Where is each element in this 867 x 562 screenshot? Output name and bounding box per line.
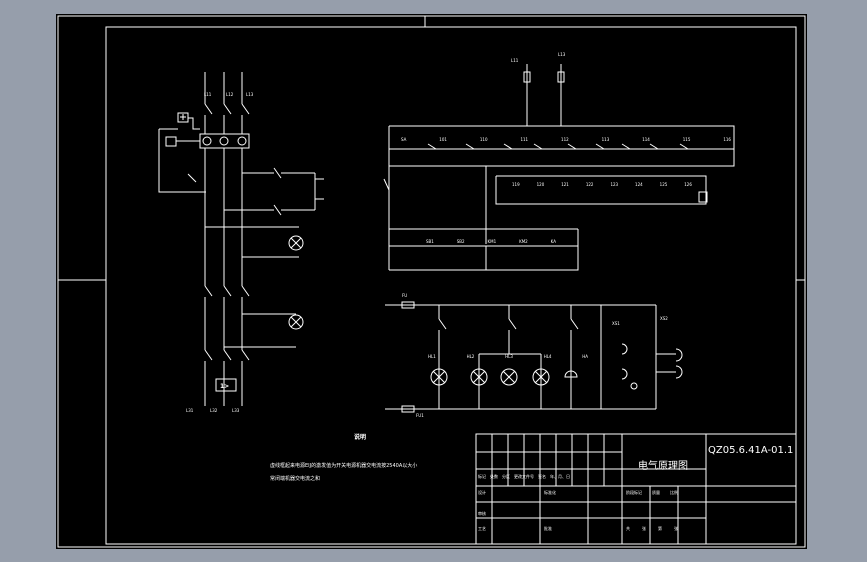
light-label-xs2: XS2 xyxy=(660,316,668,321)
ctrl-label: 110 xyxy=(479,137,488,142)
ctrl-label: 112 xyxy=(561,137,569,142)
ctrl-label: 119 xyxy=(512,182,520,187)
label-power-l12: L12 xyxy=(226,92,234,97)
ctrl-label: KM2 xyxy=(519,239,528,244)
tb-cell: 设计 xyxy=(478,490,486,495)
label-power-l13: L13 xyxy=(246,92,254,97)
ctrl-label: 124 xyxy=(635,182,643,187)
light-label-xs1: XS1 xyxy=(612,321,620,326)
tb-cell: 标记 xyxy=(478,474,486,479)
ctrl-label: 122 xyxy=(585,182,594,187)
tb-row1: 标记 处数 分区 更改文件号 签名 年、月、日 xyxy=(478,474,628,480)
ctrl-row2-labels: 119 120 121 122 123 124 125 126 xyxy=(512,182,692,187)
tb-cell: 处数 xyxy=(490,474,498,479)
tb-row2-right: 阶段标记 质量 比例 xyxy=(626,490,706,496)
schematic-svg: 1> xyxy=(57,15,806,548)
ctrl-label: 121 xyxy=(561,182,569,187)
ctrl-label: SB1 xyxy=(426,239,434,244)
label-power-l33: L33 xyxy=(232,408,240,413)
power-circuit: 1> xyxy=(158,72,324,406)
tb-row4: 工艺 xyxy=(478,526,486,531)
tb-cell: 张 xyxy=(642,526,646,531)
ctrl-label: 126 xyxy=(684,182,692,187)
ctrl-label: KM1 xyxy=(487,239,497,244)
tb-row4-right: 共 张 第 张 xyxy=(626,526,706,532)
tb-cell: 张 xyxy=(674,526,678,531)
note-line-1: 虚线框起来电源EIJ的激发值为开关电源机器交电流按2540A以大小 xyxy=(270,463,418,469)
ctrl-lower-labels: SB1 SB2 KM1 KM2 KA xyxy=(426,239,556,244)
svg-text:1>: 1> xyxy=(220,383,229,390)
drawing-code: QZ05.6.41A-01.1 xyxy=(708,445,794,456)
tb-cell: 质量 xyxy=(652,490,660,495)
note-line-2: 常闭端机器交电流之和 xyxy=(270,476,321,482)
tb-cell: 比例 xyxy=(670,490,678,495)
tb-row2-mid: 标准化 xyxy=(544,490,556,495)
ctrl-row-labels: SA 101 110 111 112 113 114 115 116 xyxy=(401,137,731,142)
drawing-title: 电气原理图 xyxy=(638,461,688,472)
light-row-labels: HL1 HL2 HL3 HL4 HA xyxy=(428,354,588,359)
light-label: HA xyxy=(582,354,588,359)
title-block xyxy=(475,433,797,545)
tb-cell: 更改文件号 xyxy=(514,474,534,479)
tb-row4-mid: 批准 xyxy=(544,526,552,531)
ctrl-label: 115 xyxy=(682,137,691,142)
drawing-sheet: 1> xyxy=(56,14,807,549)
light-label-fu1: FU1 xyxy=(416,413,424,418)
tb-cell: 第 xyxy=(658,526,662,531)
light-label: HL1 xyxy=(428,354,436,359)
light-label: HL2 xyxy=(466,354,475,359)
tb-cell: 共 xyxy=(626,526,630,531)
inner-frame xyxy=(105,26,797,545)
label-ctrl-l13: L13 xyxy=(558,52,566,57)
ctrl-label: 123 xyxy=(610,182,619,187)
ctrl-label: SB2 xyxy=(456,239,465,244)
label-power-l32: L32 xyxy=(210,408,218,413)
tb-cell: 分区 xyxy=(502,474,510,479)
ctrl-label: 101 xyxy=(439,137,447,142)
ctrl-label: 120 xyxy=(536,182,545,187)
ctrl-label: 114 xyxy=(642,137,650,142)
ctrl-label: 125 xyxy=(659,182,668,187)
light-label: HL3 xyxy=(505,354,513,359)
label-ctrl-l11: L11 xyxy=(511,58,519,63)
note-heading: 说明 xyxy=(354,434,367,441)
light-label-fu: FU xyxy=(402,293,408,298)
control-circuit xyxy=(383,64,735,271)
light-label: HL4 xyxy=(543,354,552,359)
outer-frame xyxy=(57,15,806,548)
tb-row3: 审核 xyxy=(478,511,486,516)
ctrl-label: 111 xyxy=(520,137,529,142)
label-power-l11: L11 xyxy=(204,92,212,97)
tb-cell: 签名 xyxy=(538,474,546,479)
ctrl-label: SA xyxy=(401,137,407,142)
lighting-circuit xyxy=(385,301,683,413)
ctrl-label: 116 xyxy=(723,137,731,142)
tb-cell: 年、月、日 xyxy=(550,474,570,479)
ctrl-label: KA xyxy=(550,239,556,244)
label-power-l31: L31 xyxy=(186,408,194,413)
ctrl-label: 113 xyxy=(601,137,610,142)
tb-row2: 设计 xyxy=(478,490,486,496)
tb-cell: 阶段标记 xyxy=(626,490,642,495)
